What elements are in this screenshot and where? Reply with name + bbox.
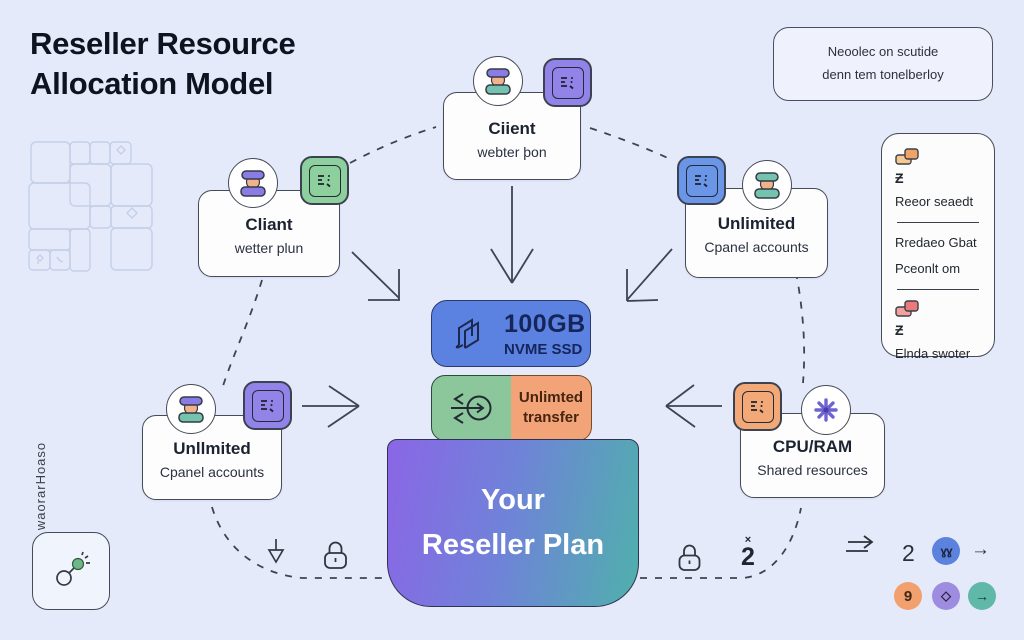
panel-divider [897,289,979,291]
key-badge-box [32,532,110,610]
client-avatar-icon [166,384,216,434]
card-client-top: Ciient webter þon [443,92,581,180]
client-avatar-icon [742,160,792,210]
app-grid-icon-green [300,156,349,205]
count-annotation: × 2 [736,534,760,571]
double-arrow-icon [846,535,874,552]
note-box: Neoolec on scutide denn tem tonelberloy [773,27,993,101]
page-title-line2: Allocation Model [30,66,274,102]
badge-teal-arrow: → [968,582,996,610]
page-title: Reseller Resource Allocation Model [30,24,296,105]
blocks-icon-red [895,300,919,318]
plan-box: Your Reseller Plan [387,439,639,607]
note-line1: Neoolec on scutide [827,44,939,60]
transfer-label-box: Unlimted transfer [511,375,592,441]
count-value: 2 [741,543,755,571]
app-grid-icon-orange [733,382,782,431]
card-cpu-ram-title: CPU/RAM [772,437,853,456]
key-icon [56,551,90,586]
lock-icon-right [678,544,701,571]
storage-box: 100GB NVME SSD [431,300,591,367]
panel-item-2-line1: Rredaeo Gbat [895,235,977,251]
badge-blue-gamma: ɣɣ [932,537,960,565]
card-unlimited-cpanel-right-subtitle: Cpanel accounts [704,239,809,255]
app-grid-icon-purple-left [243,381,292,430]
panel-item-2-line2: Pceonlt om [895,261,961,277]
transfer-icon [451,393,492,424]
storage-label: NVME SSD [504,340,583,358]
app-grid-icon-purple-top [543,58,592,107]
badge-purple-glyph: ◇ [941,588,951,603]
panel-item-1-label: Reeor seaedt [895,194,974,209]
card-cpu-ram-subtitle: Shared resources [757,462,868,478]
badge-orange-nine: 9 [894,582,922,610]
storage-icon [455,317,479,349]
badge-purple-diamond: ◇ [932,582,960,610]
cpu-burst-icon [801,385,851,435]
client-avatar-icon [228,158,278,208]
note-line2: denn tem tonelberloy [822,67,944,82]
blocks-glyph: Ƶ [895,322,904,339]
card-client-left: Cliant wetter plun [198,190,340,277]
vertical-watermark-label: waorarHoaso [33,441,48,531]
app-grid-icon-blue [677,156,726,205]
transfer-line2: transfer [523,409,579,426]
page-title-line1: Reseller Resource [30,26,296,61]
card-unlimited-cpanel-left-subtitle: Cpanel accounts [159,464,265,480]
blocks-icon-orange [895,148,919,165]
blocks-glyph: Ƶ [895,170,904,186]
client-avatar-icon [473,56,523,106]
x-mark: × [744,534,752,546]
lock-icon-left [324,541,347,569]
card-unlimited-cpanel-right-title: Unlimited [717,214,796,233]
transfer-line1: Unlimted [518,388,584,406]
side-panel: Ƶ Reeor seaedt Rredaeo Gbat Pceonlt om Ƶ… [881,133,995,361]
arrow-right-icon: → [971,539,990,560]
badge-blue-glyph: ɣɣ [940,544,952,558]
badge-orange-glyph: 9 [903,587,913,605]
card-client-top-subtitle: webter þon [477,144,547,160]
panel-item-3-label: Elnda swoter [895,346,971,362]
plan-line2: Reseller Plan [421,529,605,561]
down-arrow-icon [267,539,285,564]
transfer-icon-box [431,375,513,441]
storage-value: 100GB [504,309,586,338]
card-client-left-subtitle: wetter plun [234,240,304,256]
panel-divider [897,222,979,224]
card-unlimited-cpanel-left-title: Unllmited [173,439,251,458]
script-two-annotation: 2 [902,540,915,566]
badge-teal-glyph: → [975,588,989,604]
plan-line1: Your [481,484,545,517]
card-client-top-title: Ciient [488,119,536,138]
card-client-left-title: Cliant [245,215,293,234]
decorative-grid [28,141,153,272]
